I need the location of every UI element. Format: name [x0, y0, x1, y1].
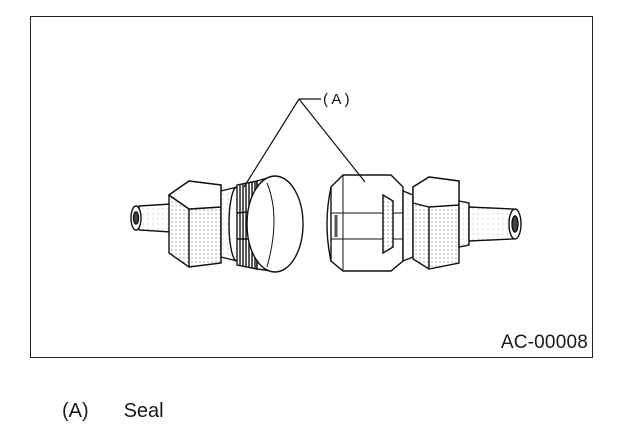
left-fitting	[130, 175, 304, 273]
legend-key: (A)	[62, 400, 89, 422]
legend: (A) Seal	[62, 400, 164, 423]
figure-code: AC-00008	[500, 332, 588, 353]
right-fitting	[326, 174, 522, 272]
callout-label: ( A )	[323, 91, 350, 108]
left-hex-nut	[167, 180, 222, 268]
right-hex-nut	[412, 176, 460, 270]
figure-frame: ( A ) AC-00008	[30, 16, 593, 358]
right-pipe	[468, 206, 522, 242]
fitting-illustration: ( A )	[130, 91, 522, 273]
callout-leader-lines	[243, 98, 366, 188]
seal-cap	[246, 175, 304, 273]
right-shoulder	[458, 200, 470, 248]
legend-text: Seal	[123, 400, 164, 422]
left-pipe	[130, 203, 172, 233]
right-flange	[382, 189, 414, 263]
